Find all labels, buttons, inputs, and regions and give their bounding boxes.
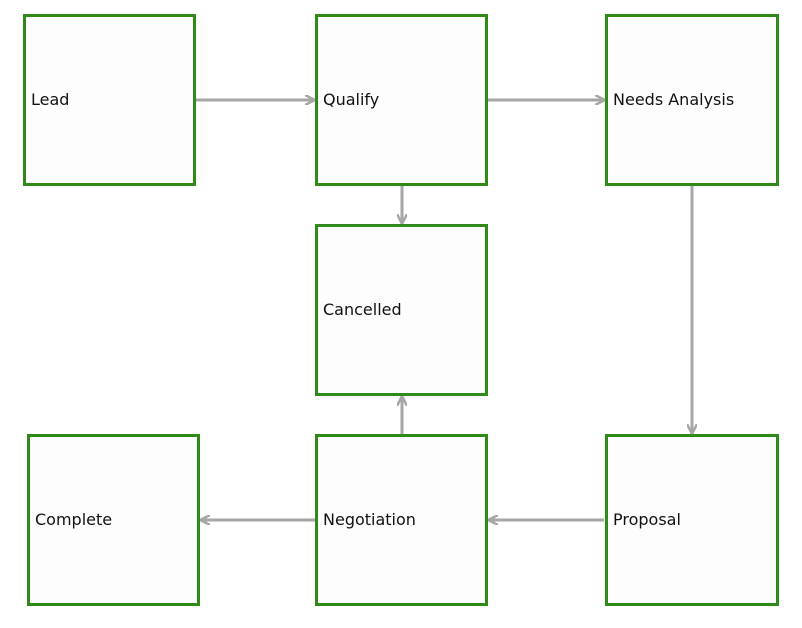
- node-negotiation[interactable]: Negotiation: [315, 434, 488, 606]
- node-cancelled[interactable]: Cancelled: [315, 224, 488, 396]
- node-label-complete: Complete: [35, 510, 113, 529]
- node-qualify[interactable]: Qualify: [315, 14, 488, 186]
- node-complete[interactable]: Complete: [27, 434, 200, 606]
- node-label-negotiation: Negotiation: [323, 510, 416, 529]
- node-label-qualify: Qualify: [323, 90, 380, 109]
- node-label-needs-analysis: Needs Analysis: [613, 90, 735, 109]
- node-lead[interactable]: Lead: [23, 14, 196, 186]
- node-needs-analysis[interactable]: Needs Analysis: [605, 14, 779, 186]
- node-label-proposal: Proposal: [613, 510, 681, 529]
- node-label-lead: Lead: [31, 90, 70, 109]
- node-proposal[interactable]: Proposal: [605, 434, 779, 606]
- node-label-cancelled: Cancelled: [323, 300, 402, 319]
